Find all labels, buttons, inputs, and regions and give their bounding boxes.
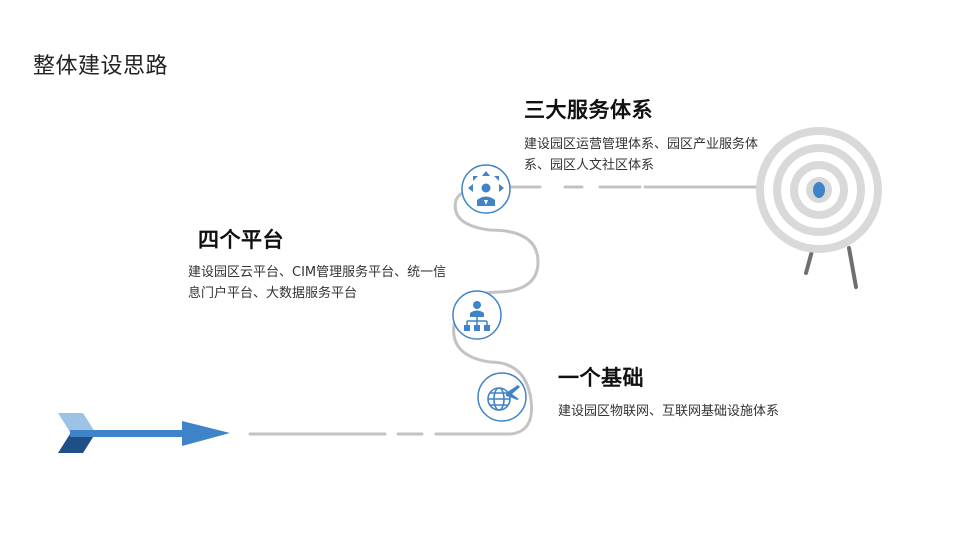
- step-description-foundation: 建设园区物联网、互联网基础设施体系: [558, 404, 780, 419]
- person-arrows-icon: [461, 164, 511, 214]
- page-title: 整体建设思路: [33, 54, 169, 79]
- step-heading-services: 三大服务体系: [524, 98, 653, 122]
- arrow-icon: [58, 413, 230, 453]
- step-heading-platforms: 四个平台: [198, 228, 284, 252]
- org-chart-icon: [452, 290, 502, 340]
- step-heading-foundation: 一个基础: [558, 366, 644, 390]
- step-description-services: 建设园区运营管理体系、园区产业服务体系、园区人文社区体系: [524, 137, 759, 173]
- step-description-platforms: 建设园区云平台、CIM管理服务平台、统一信息门户平台、大数据服务平台: [188, 265, 447, 301]
- target-icon: [756, 127, 882, 289]
- globe-plane-icon: [477, 372, 527, 422]
